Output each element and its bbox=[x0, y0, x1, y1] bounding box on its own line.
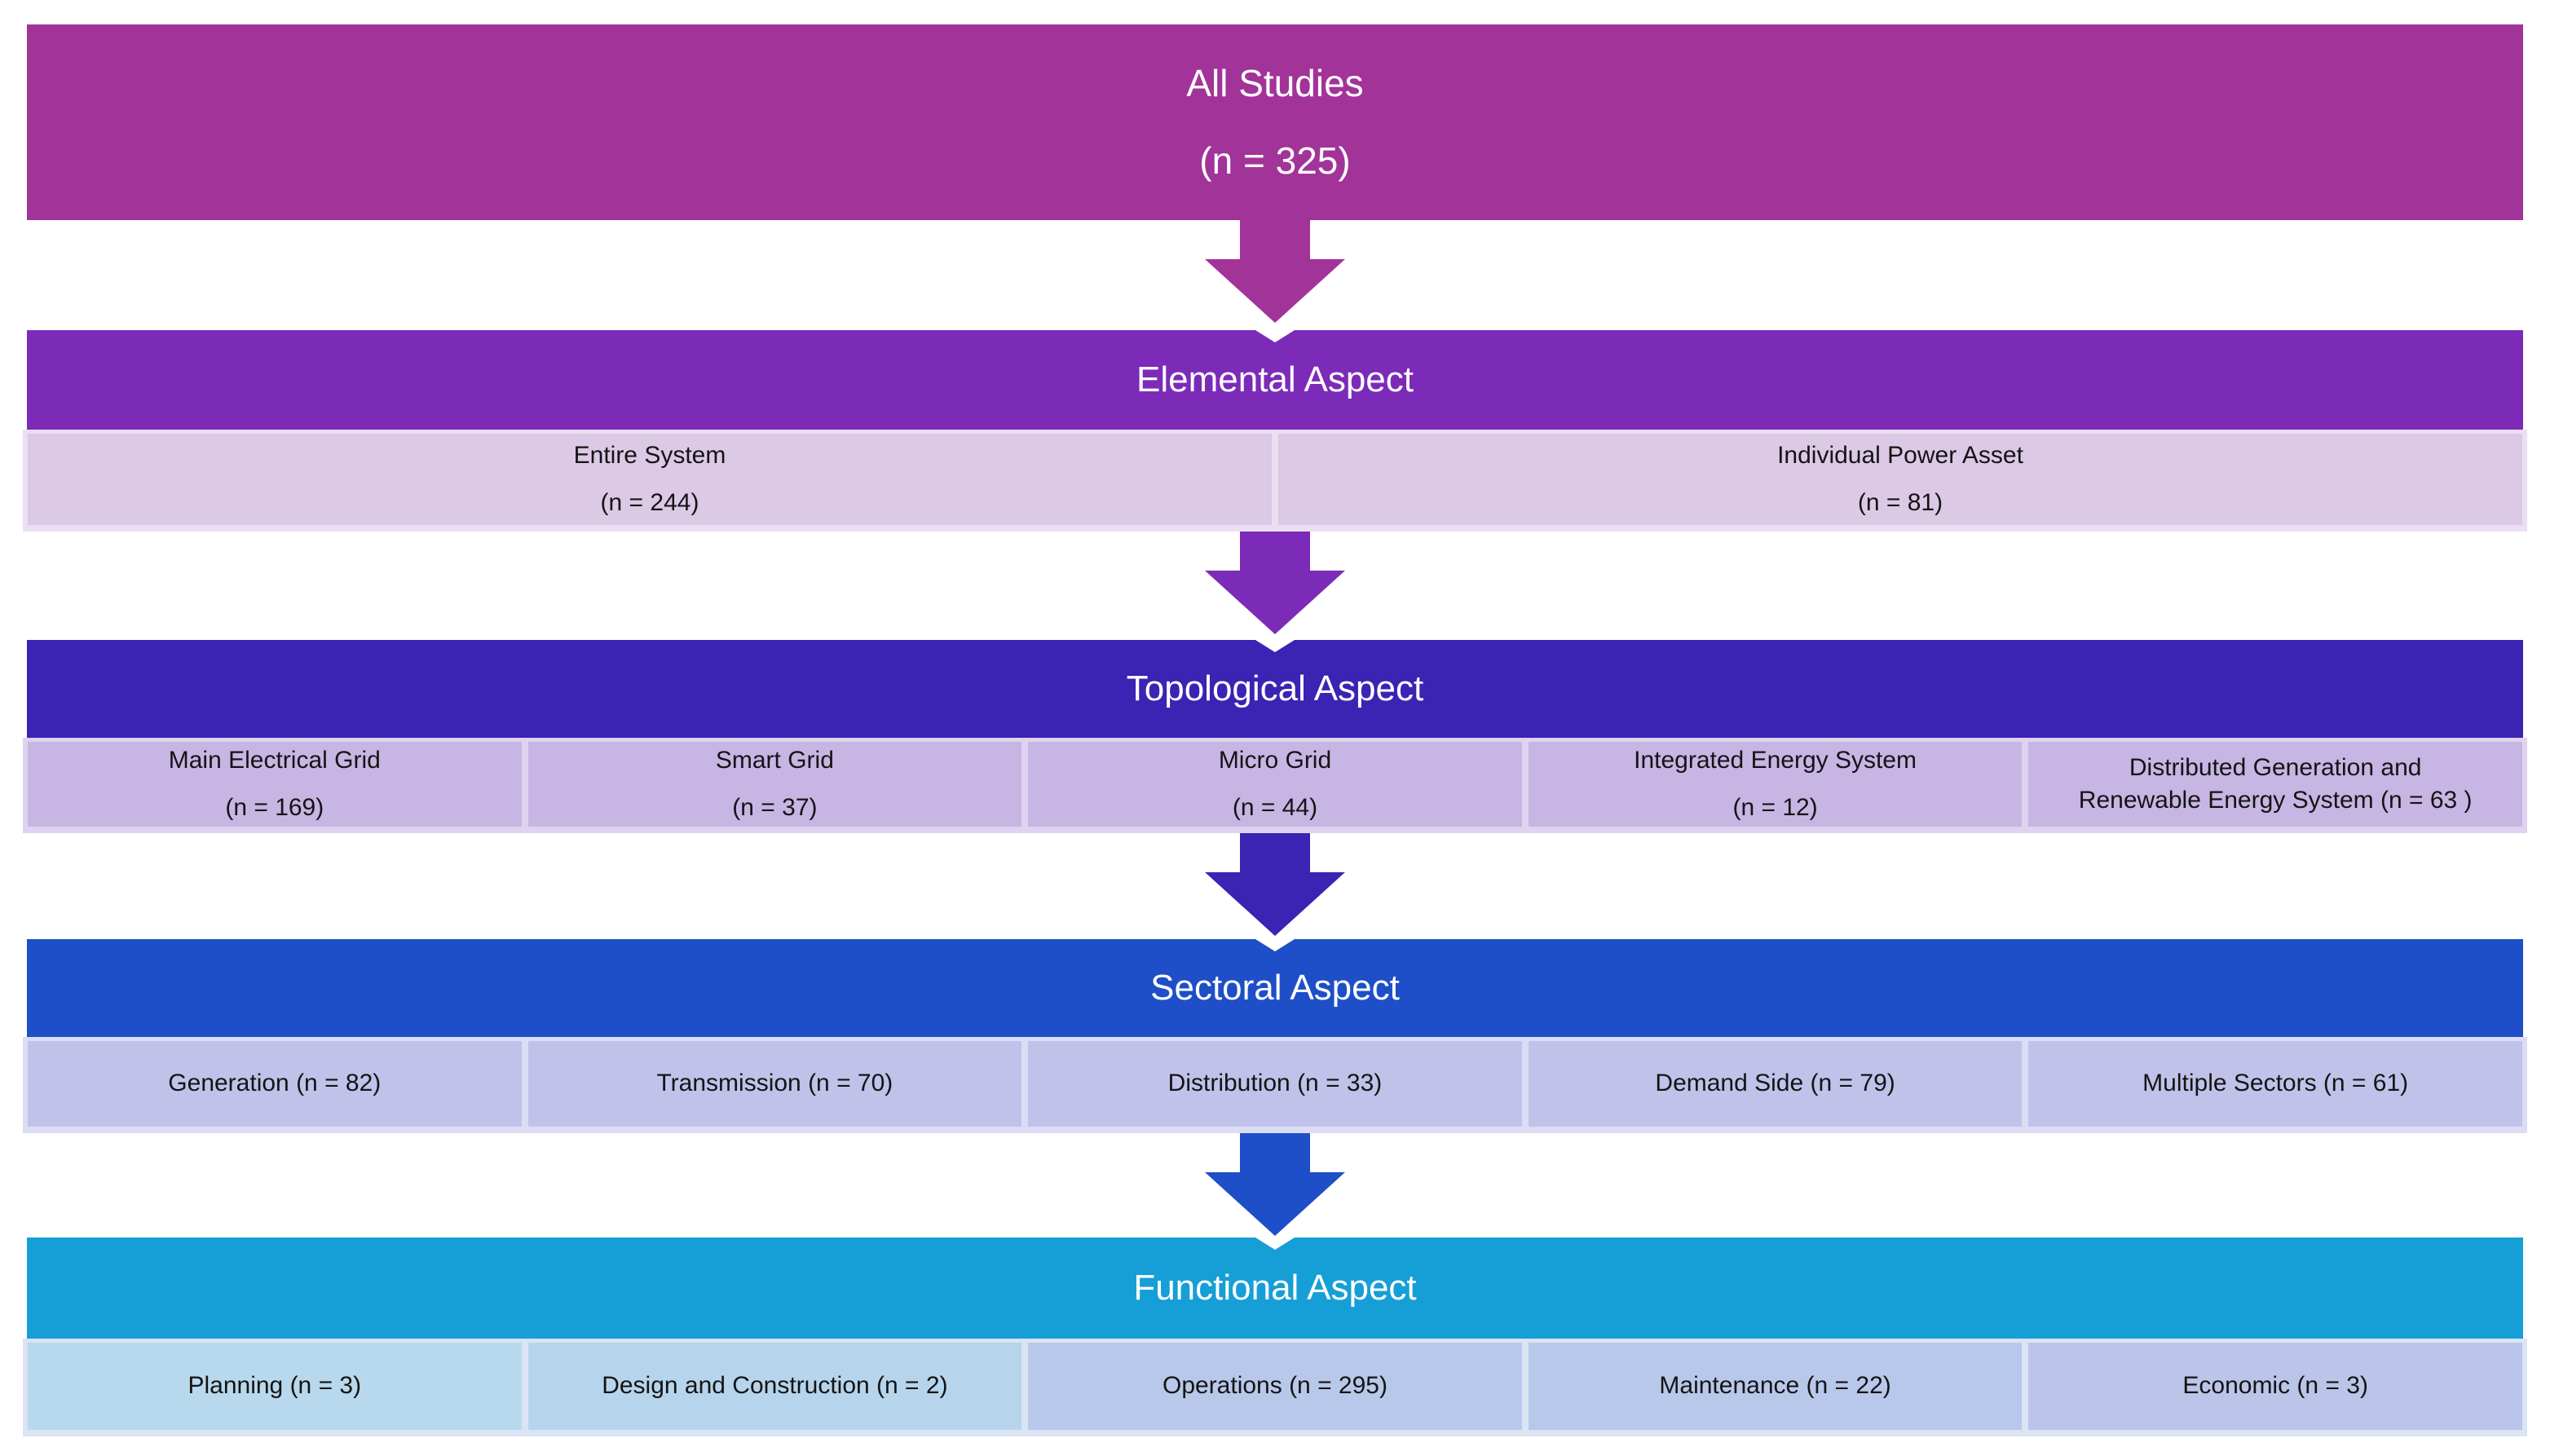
cell-main-electrical-grid: Main Electrical Grid (n = 169) bbox=[28, 742, 522, 827]
cell-label: Demand Side (n = 79) bbox=[1655, 1070, 1895, 1097]
row-topological: Main Electrical Grid (n = 169) Smart Gri… bbox=[23, 738, 2527, 833]
cell-distribution: Distribution (n = 33) bbox=[1028, 1041, 1522, 1127]
cell-label: Individual Power Asset bbox=[1777, 441, 2023, 469]
cell-label: Distribution (n = 33) bbox=[1167, 1070, 1383, 1097]
cell-distributed-generation-renewable: Distributed Generation and Renewable Ene… bbox=[2028, 742, 2522, 827]
all-studies-title: All Studies bbox=[1186, 62, 1364, 105]
cell-count: (n = 81) bbox=[1857, 489, 1943, 516]
cell-label: Main Electrical Grid bbox=[168, 746, 381, 774]
cell-label: Planning (n = 3) bbox=[188, 1372, 362, 1400]
down-arrow-icon bbox=[1205, 220, 1345, 323]
cell-label: Generation (n = 82) bbox=[168, 1070, 382, 1097]
cell-label: Micro Grid bbox=[1218, 746, 1332, 774]
down-arrow-icon bbox=[1205, 532, 1345, 634]
row-elemental: Entire System (n = 244) Individual Power… bbox=[23, 430, 2527, 532]
cell-transmission: Transmission (n = 70) bbox=[527, 1041, 1022, 1127]
cell-label: Multiple Sectors (n = 61) bbox=[2142, 1070, 2409, 1097]
diagram-content: All Studies (n = 325) Elemental Aspect E… bbox=[23, 24, 2527, 1436]
header-elemental-aspect: Elemental Aspect bbox=[27, 330, 2523, 430]
cell-count: (n = 244) bbox=[600, 489, 699, 516]
row-functional: Planning (n = 3) Design and Construction… bbox=[23, 1339, 2527, 1436]
cell-multiple-sectors: Multiple Sectors (n = 61) bbox=[2028, 1041, 2522, 1127]
topological-aspect-label: Topological Aspect bbox=[1126, 668, 1424, 708]
cell-maintenance: Maintenance (n = 22) bbox=[1528, 1343, 2023, 1430]
cell-smart-grid: Smart Grid (n = 37) bbox=[527, 742, 1022, 827]
sectoral-aspect-label: Sectoral Aspect bbox=[1150, 967, 1400, 1008]
header-functional-aspect: Functional Aspect bbox=[27, 1238, 2523, 1339]
cell-label: Integrated Energy System bbox=[1634, 746, 1917, 774]
cell-planning: Planning (n = 3) bbox=[28, 1343, 522, 1430]
node-all-studies: All Studies (n = 325) bbox=[27, 24, 2523, 220]
cell-demand-side: Demand Side (n = 79) bbox=[1528, 1041, 2023, 1127]
down-arrow-icon bbox=[1205, 1133, 1345, 1236]
down-arrow-icon bbox=[1205, 833, 1345, 936]
arrow-zone-1 bbox=[27, 220, 2523, 330]
cell-label: Operations (n = 295) bbox=[1162, 1372, 1388, 1400]
cell-label: Distributed Generation and bbox=[2129, 753, 2422, 781]
arrow-zone-3 bbox=[27, 833, 2523, 939]
cell-label: Maintenance (n = 22) bbox=[1659, 1372, 1891, 1400]
cell-micro-grid: Micro Grid (n = 44) bbox=[1028, 742, 1522, 827]
cell-operations: Operations (n = 295) bbox=[1028, 1343, 1522, 1430]
cell-generation: Generation (n = 82) bbox=[28, 1041, 522, 1127]
cell-design-and-construction: Design and Construction (n = 2) bbox=[527, 1343, 1022, 1430]
row-sectoral: Generation (n = 82) Transmission (n = 70… bbox=[23, 1037, 2527, 1133]
cell-count: (n = 169) bbox=[225, 794, 324, 821]
arrow-zone-4 bbox=[27, 1133, 2523, 1238]
cell-count: Renewable Energy System (n = 63 ) bbox=[2078, 787, 2473, 814]
cell-count: (n = 37) bbox=[732, 794, 818, 821]
cell-label: Entire System bbox=[573, 441, 726, 469]
all-studies-count: (n = 325) bbox=[1199, 139, 1351, 182]
cell-label: Transmission (n = 70) bbox=[656, 1070, 893, 1097]
cell-label: Design and Construction (n = 2) bbox=[602, 1372, 948, 1400]
cell-count: (n = 12) bbox=[1732, 794, 1818, 821]
elemental-aspect-label: Elemental Aspect bbox=[1136, 359, 1414, 399]
cell-label: Economic (n = 3) bbox=[2182, 1372, 2368, 1400]
cell-count: (n = 44) bbox=[1232, 794, 1318, 821]
header-topological-aspect: Topological Aspect bbox=[27, 640, 2523, 738]
cell-integrated-energy-system: Integrated Energy System (n = 12) bbox=[1528, 742, 2023, 827]
cell-economic: Economic (n = 3) bbox=[2028, 1343, 2522, 1430]
cell-individual-power-asset: Individual Power Asset (n = 81) bbox=[1278, 434, 2522, 525]
cell-entire-system: Entire System (n = 244) bbox=[28, 434, 1272, 525]
header-sectoral-aspect: Sectoral Aspect bbox=[27, 939, 2523, 1037]
cell-label: Smart Grid bbox=[715, 746, 834, 774]
functional-aspect-label: Functional Aspect bbox=[1133, 1267, 1417, 1308]
arrow-zone-2 bbox=[27, 532, 2523, 640]
